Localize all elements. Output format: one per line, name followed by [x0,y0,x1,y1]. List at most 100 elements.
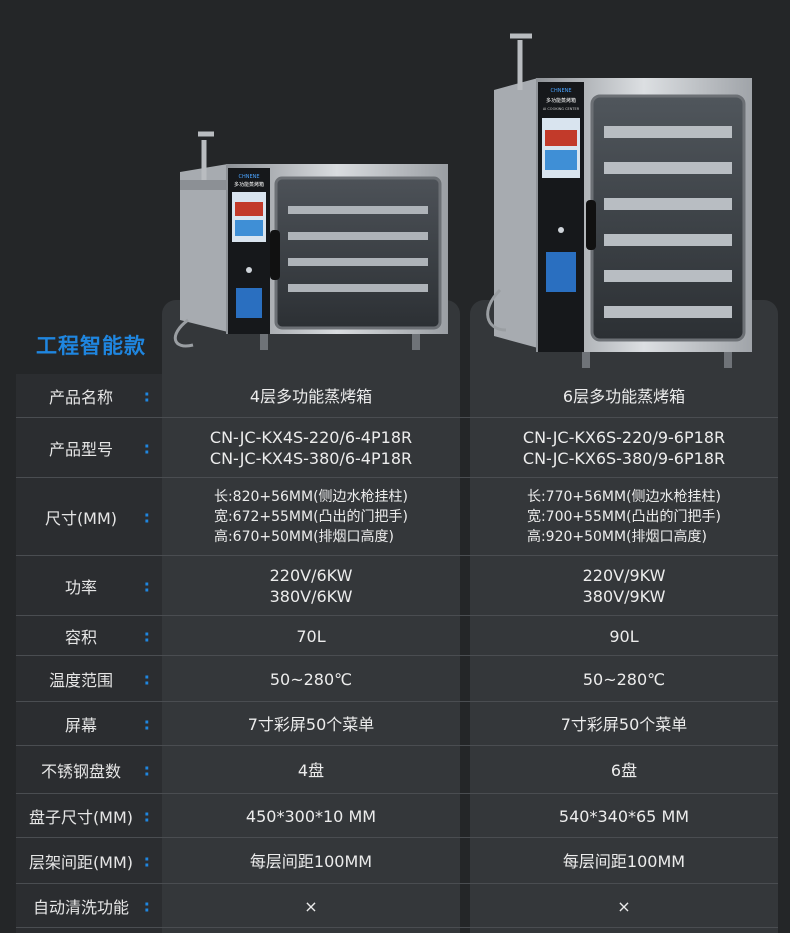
spec-label: 自动清洗功能 [32,898,129,917]
spec-label-cell: 尺寸(MM): [16,478,162,556]
spec-value-line: 7寸彩屏50个菜单 [560,714,688,734]
spec-colon: : [143,896,150,916]
spec-value-line: CN-JC-KX4S-220/6-4P18R [209,428,413,447]
spec-colon: : [143,806,150,826]
spec-value-line: 宽:700+55MM(凸出的门把手) [526,509,722,525]
spec-value-6-layer: CN-JC-KX6S-220/9-6P18R CN-JC-KX6S-380/9-6… [470,418,778,478]
spec-value-line: 220V/6KW [269,566,353,585]
column-panel-6-layer [470,300,778,933]
spec-value-line: 6层多功能蒸烤箱 [562,386,686,406]
spec-value-6-layer: 50~280℃ [470,656,778,702]
spec-row: 功率: 220V/6KW 380V/6KW 220V/9KW 380V/9KW [16,556,778,616]
row-divider [16,615,778,616]
spec-colon: : [143,576,150,596]
oven-4-layer-image: CHNENE 多功能蒸烤箱 [174,131,448,350]
spec-value-line: 长:770+56MM(侧边水枪挂柱) [526,489,722,505]
spec-value-4-layer: × [162,884,460,928]
spec-value-4-layer: 每层间距100MM [162,838,460,884]
spec-colon: : [143,626,150,646]
spec-value-line: 4层多功能蒸烤箱 [249,386,373,406]
spec-label-cell: 容积: [16,616,162,656]
spec-row: 自动清洗功能: × × [16,884,778,928]
oven-large-panel-subtitle: AI COOKING CENTER [543,107,580,111]
spec-value-6-layer: 220V/9KW 380V/9KW [470,556,778,616]
oven-large-brand: CHNENE [550,88,571,94]
spec-label: 温度范围 [48,671,113,690]
spec-value-line: 50~280℃ [582,669,666,689]
spec-value-line: CN-JC-KX6S-220/9-6P18R [522,428,726,447]
spec-label: 产品名称 [48,388,113,407]
oven-small-panel-title: 多功能蒸烤箱 [234,181,264,188]
spec-label-cell: 温度范围: [16,656,162,702]
spec-value-line: 380V/6KW [269,587,353,606]
spec-value-4-layer: 7寸彩屏50个菜单 [162,702,460,746]
spec-value-line: 高:920+50MM(排烟口高度) [526,529,708,545]
spec-value-line: 380V/9KW [582,587,666,606]
column-panel-4-layer [162,300,460,933]
row-divider [16,883,778,884]
spec-label: 尺寸(MM) [44,509,118,528]
spec-value-6-layer: 每层间距100MM [470,838,778,884]
spec-value-line: 220V/9KW [582,566,666,585]
spec-value-line: CN-JC-KX6S-380/9-6P18R [522,449,726,468]
row-divider [16,655,778,656]
row-divider [16,701,778,702]
spec-label-cell: 功率: [16,556,162,616]
row-divider [16,417,778,418]
row-divider [16,793,778,794]
row-divider [16,837,778,838]
spec-colon: : [143,669,150,689]
oven-large-panel-title: 多功能蒸烤箱 [546,97,576,104]
spec-label-cell: 盘子尺寸(MM): [16,794,162,838]
spec-value-line: 高:670+50MM(排烟口高度) [213,529,395,545]
spec-value-line: 450*300*10 MM [245,806,377,826]
section-title: 工程智能款 [36,334,146,358]
spec-value-6-layer: 长:770+56MM(侧边水枪挂柱) 宽:700+55MM(凸出的门把手) 高:92… [470,478,778,556]
spec-value-6-layer: 540*340*65 MM [470,794,778,838]
spec-value-4-layer: 长:820+56MM(侧边水枪挂柱)宽:672+55MM(凸出的门把手)高:67… [162,478,460,556]
spec-row: 容积: 70L 90L [16,616,778,656]
spec-row: 尺寸(MM):长:820+56MM(侧边水枪挂柱)宽:672+55MM(凸出的门… [16,478,778,556]
row-divider [16,745,778,746]
spec-row: 产品名称: 4层多功能蒸烤箱 6层多功能蒸烤箱 [16,374,778,418]
spec-label: 功率 [64,578,97,597]
spec-value-line: × [617,896,631,916]
spec-value-4-layer: CN-JC-KX4S-220/6-4P18R CN-JC-KX4S-380/6-4… [162,418,460,478]
spec-value-4-layer: 70L [162,616,460,656]
spec-value-line: 540*340*65 MM [558,806,690,826]
oven-small-brand: CHNENE [238,174,259,180]
spec-value-4-layer: 450*300*10 MM [162,794,460,838]
spec-label: 不锈钢盘数 [40,762,121,781]
spec-label-cell: 产品名称: [16,374,162,418]
spec-row: 不锈钢盘数: 4盘 6盘 [16,746,778,794]
spec-label: 盘子尺寸(MM) [28,808,134,827]
spec-value-line: 6盘 [610,760,638,780]
spec-label: 产品型号 [48,440,113,459]
spec-label-cell: 自动清洗功能: [16,884,162,928]
spec-value-line: 4盘 [297,760,325,780]
spec-value-line: 每层间距100MM [562,851,686,871]
spec-value-4-layer: 4盘 [162,746,460,794]
spec-label-cell: 屏幕: [16,702,162,746]
spec-row: 温度范围: 50~280℃ 50~280℃ [16,656,778,702]
spec-value-line: × [304,896,318,916]
spec-colon: : [143,760,150,780]
spec-value-6-layer: 7寸彩屏50个菜单 [470,702,778,746]
spec-value-line: 长:820+56MM(侧边水枪挂柱) [213,489,409,505]
spec-value-line: 50~280℃ [269,669,353,689]
spec-colon: : [143,386,150,406]
spec-value-4-layer: 50~280℃ [162,656,460,702]
spec-value-line: 70L [296,626,326,646]
spec-value-6-layer: 6盘 [470,746,778,794]
spec-value-6-layer: × [470,884,778,928]
row-divider [16,555,778,556]
row-divider [16,927,778,928]
spec-value-line: CN-JC-KX4S-380/6-4P18R [209,449,413,468]
spec-value-line: 90L [609,626,639,646]
row-divider [16,477,778,478]
spec-label: 容积 [64,628,97,647]
